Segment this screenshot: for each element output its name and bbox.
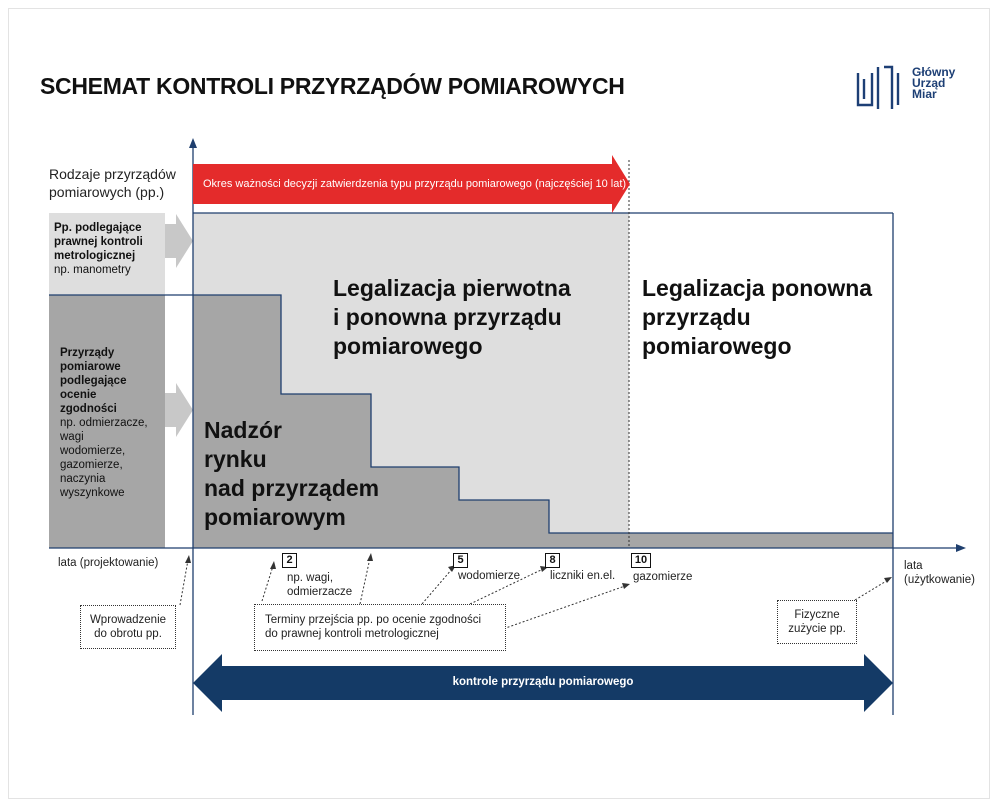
year-10-label: gazomierze: [633, 571, 693, 583]
conformity-panel: [49, 295, 165, 548]
conformity-label: Przyrządy pomiarowe podlegające ocenie z…: [60, 346, 164, 500]
conformity-arrow: [165, 383, 193, 437]
year-2-marker: 2: [282, 553, 297, 568]
red-arrow: [193, 155, 630, 213]
legal-control-panel: [49, 213, 165, 295]
year-8-marker: 8: [545, 553, 560, 568]
year-2-label: np. wagi, odmierzacze: [287, 572, 353, 598]
year-5-marker: 5: [453, 553, 468, 568]
market-surveillance-region: [193, 295, 893, 548]
year-8-label: liczniki en.el.: [550, 570, 616, 582]
legalization-initial-label: Legalizacja pierwotna i ponowna przyrząd…: [333, 275, 571, 359]
x-axis-right-label: lata (użytkowanie): [904, 560, 975, 586]
staircase-line: [49, 294, 893, 534]
y-axis-label: Rodzaje przyrządów pomiarowych (pp.): [49, 166, 176, 200]
transition-terms-note: Terminy przejścia pp. po ocenie zgodnośc…: [254, 604, 506, 651]
x-axis-left-label: lata (projektowanie): [58, 557, 159, 569]
controls-arrow: [193, 654, 893, 712]
red-arrow-text: Okres ważności decyzji zatwierdzenia typ…: [203, 178, 627, 190]
conformity-title: Przyrządy pomiarowe podlegające ocenie z…: [60, 347, 127, 415]
year-10-marker: 10: [631, 553, 651, 568]
page-frame: [8, 8, 990, 799]
legal-control-example: np. manometry: [54, 264, 131, 276]
legal-control-arrow: [165, 214, 193, 268]
year-5-label: wodomierze: [458, 570, 520, 582]
controls-arrow-text: kontrole przyrządu pomiarowego: [452, 676, 634, 688]
legal-control-title: Pp. podlegające prawnej kontroli metrolo…: [54, 222, 143, 262]
wear-note: Fizyczne zużycie pp.: [777, 600, 857, 644]
legal-control-label: Pp. podlegające prawnej kontroli metrolo…: [54, 221, 164, 277]
gum-logo-icon: [856, 65, 900, 109]
market-surveillance-label: Nadzór rynku nad przyrządem pomiarowym: [204, 417, 380, 530]
legalization-repeat-label: Legalizacja ponowna przyrządu pomiaroweg…: [642, 275, 873, 359]
market-entry-note: Wprowadzenie do obrotu pp.: [80, 605, 176, 649]
page-title: SCHEMAT KONTROLI PRZYRZĄDÓW POMIAROWYCH: [40, 73, 625, 99]
conformity-example: np. odmierzacze, wagi wodomierze, gazomi…: [60, 417, 148, 499]
gum-logo-text: Główny Urząd Miar: [912, 65, 956, 101]
